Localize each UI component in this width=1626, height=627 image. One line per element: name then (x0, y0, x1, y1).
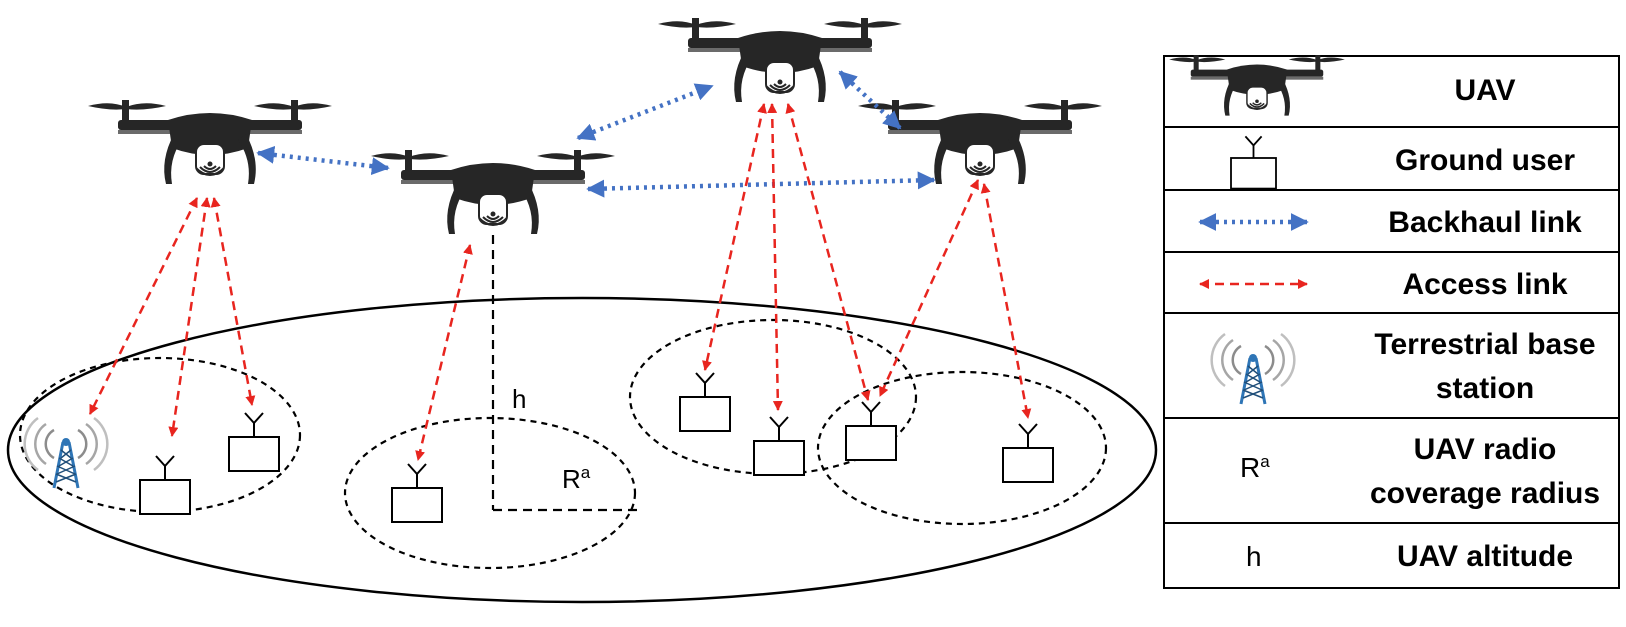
ground-user-icon (1002, 423, 1054, 483)
backhaul-link (256, 145, 390, 176)
ground-user-icon (753, 416, 805, 476)
coverage-area-2 (343, 416, 637, 570)
legend-radius-label-1: UAV radio (1414, 433, 1557, 466)
legend-ground-user-label: Ground user (1395, 144, 1575, 177)
legend-radius-symbol: Ra (1240, 452, 1270, 483)
backhaul-link (576, 83, 714, 141)
access-link (168, 197, 211, 437)
backhaul-link (586, 171, 936, 198)
access-link (210, 197, 256, 406)
ground-user-icon (228, 412, 280, 472)
drone-icon (87, 99, 333, 185)
ground-user-icon (139, 455, 191, 515)
access-link (980, 183, 1032, 419)
access-link (702, 103, 767, 371)
ground-user-icon (845, 401, 897, 461)
legend-tbs-label-2: station (1436, 372, 1534, 405)
legend-access-label: Access link (1402, 268, 1567, 301)
drone-icon (370, 149, 616, 235)
drone-icon (857, 99, 1103, 185)
legend-uav-label: UAV (1454, 74, 1515, 107)
legend-radius-label-2: coverage radius (1370, 477, 1600, 510)
cell-tower-icon (23, 416, 109, 490)
access-link (88, 197, 199, 415)
ground-user-icon (391, 463, 443, 523)
access-link (785, 103, 871, 401)
radius-label: Ra (562, 463, 591, 494)
access-link (878, 179, 980, 397)
legend-altitude-symbol: h (1246, 541, 1262, 572)
legend-altitude-label: UAV altitude (1397, 540, 1573, 573)
backhaul-link (838, 70, 902, 130)
ground-area-ellipse (6, 296, 1158, 604)
legend-tbs-label-1: Terrestrial base (1374, 328, 1595, 361)
access-link (767, 103, 783, 411)
legend: UAV Ground user Backhaul link Access lin… (1163, 54, 1620, 589)
access-link (415, 244, 473, 461)
altitude-label: h (512, 384, 526, 414)
drone-icon (657, 17, 903, 103)
legend-backhaul-label: Backhaul link (1388, 206, 1582, 239)
ground-user-icon (679, 372, 731, 432)
